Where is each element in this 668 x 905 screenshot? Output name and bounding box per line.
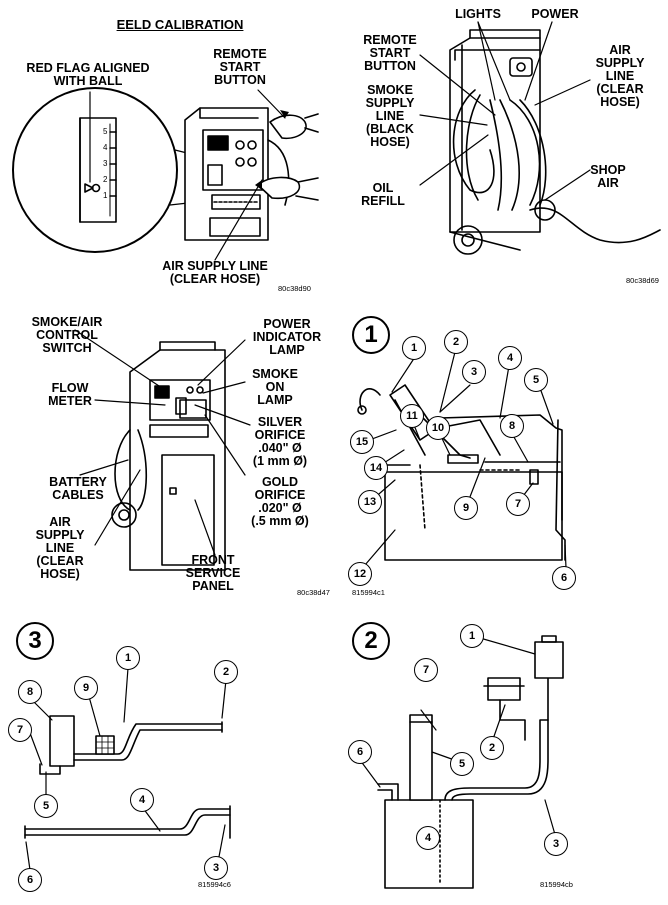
panel-3-callout-4: 4 [130, 788, 154, 812]
power-lamp-label: POWER INDICATOR LAMP [252, 317, 322, 357]
scale-tick-2: 2 [103, 175, 108, 184]
panel-1-callout-4: 4 [498, 346, 522, 370]
figure-code-controls: 80c38d47 [297, 588, 330, 597]
battery-cables-label: BATTERY CABLES [49, 475, 107, 502]
front-panel-label: FRONT SERVICE PANEL [185, 553, 241, 593]
scale-tick-4: 4 [103, 143, 108, 152]
power-label: POWER [531, 7, 579, 21]
silver-orifice-label: SILVER ORIFICE .040" Ø (1 mm Ø) [252, 415, 308, 468]
panel-1-callout-13: 13 [358, 490, 382, 514]
machine-air-supply-label: AIR SUPPLY LINE (CLEAR HOSE) [595, 43, 645, 109]
panel-2-callout-1: 1 [460, 624, 484, 648]
oil-refill-label: OIL REFILL [361, 181, 405, 208]
figure-code-machine: 80c38d69 [626, 276, 659, 285]
panel-1-illustration [357, 384, 566, 561]
panel-1-callout-8: 8 [500, 414, 524, 438]
smoke-air-switch-label: SMOKE/AIR CONTROL SWITCH [31, 315, 103, 355]
panel-1-callout-10: 10 [426, 416, 450, 440]
figure-code-panel-1: 815994c1 [352, 588, 385, 597]
panel-1-callout-2: 2 [444, 330, 468, 354]
figure-code-panel-2: 815994cb [540, 880, 573, 889]
panel-3-illustration [24, 715, 231, 839]
panel-3-callout-3: 3 [204, 856, 228, 880]
shop-air-label: SHOP AIR [590, 163, 626, 190]
panel-1-callout-14: 14 [364, 456, 388, 480]
panel-3-leaders [25, 667, 227, 871]
panel-2-callout-6: 6 [348, 740, 372, 764]
panel-2-callout-3: 3 [544, 832, 568, 856]
smoke-lamp-label: SMOKE ON LAMP [252, 367, 298, 407]
panel-3-callout-8: 8 [18, 680, 42, 704]
panel-1-callout-15: 15 [350, 430, 374, 454]
panel-3-callout-7: 7 [8, 718, 32, 742]
panel-1-callout-3: 3 [462, 360, 486, 384]
flow-meter-label: FLOW METER [48, 381, 92, 408]
figure-code-calibration: 80c38d90 [278, 284, 311, 293]
smoke-supply-label: SMOKE SUPPLY LINE (BLACK HOSE) [365, 83, 415, 149]
panel-2-badge: 2 [352, 622, 390, 660]
panel-1-badge: 1 [352, 316, 390, 354]
controls-air-supply-label: AIR SUPPLY LINE (CLEAR HOSE) [35, 515, 85, 581]
panel-1-callout-12: 12 [348, 562, 372, 586]
air-supply-label: AIR SUPPLY LINE (CLEAR HOSE) [162, 259, 268, 286]
panel-3-badge: 3 [16, 622, 54, 660]
panel-1-callout-11: 11 [400, 404, 424, 428]
panel-3-callout-6: 6 [18, 868, 42, 892]
machine-remote-start-label: REMOTE START BUTTON [363, 33, 417, 73]
calibration-illustration [12, 87, 319, 261]
panel-3-callout-1: 1 [116, 646, 140, 670]
panel-2-callout-7: 7 [414, 658, 438, 682]
figure-code-panel-3: 815994c6 [198, 880, 231, 889]
lights-label: LIGHTS [455, 7, 501, 21]
panel-2-leaders [359, 637, 557, 839]
panel-2-callout-5: 5 [450, 752, 474, 776]
panel-3-callout-5: 5 [34, 794, 58, 818]
red-flag-label: RED FLAG ALIGNED WITH BALL [26, 61, 150, 88]
panel-1-callout-1: 1 [402, 336, 426, 360]
panel-1-callout-7: 7 [506, 492, 530, 516]
scale-tick-3: 3 [103, 159, 108, 168]
panel-2-callout-2: 2 [480, 736, 504, 760]
machine-overview-illustration [419, 21, 661, 255]
calibration-title: EELD CALIBRATION [116, 17, 244, 32]
controls-illustration [74, 329, 251, 571]
scale-tick-1: 1 [103, 191, 108, 200]
scale-tick-5: 5 [103, 127, 108, 136]
panel-1-callout-6: 6 [552, 566, 576, 590]
panel-2-callout-4: 4 [416, 826, 440, 850]
remote-start-label: REMOTE START BUTTON [213, 47, 267, 87]
gold-orifice-label: GOLD ORIFICE .020" Ø (.5 mm Ø) [251, 475, 309, 528]
panel-1-callout-9: 9 [454, 496, 478, 520]
panel-1-callout-5: 5 [524, 368, 548, 392]
panel-3-callout-9: 9 [74, 676, 98, 700]
panel-3-callout-2: 2 [214, 660, 238, 684]
